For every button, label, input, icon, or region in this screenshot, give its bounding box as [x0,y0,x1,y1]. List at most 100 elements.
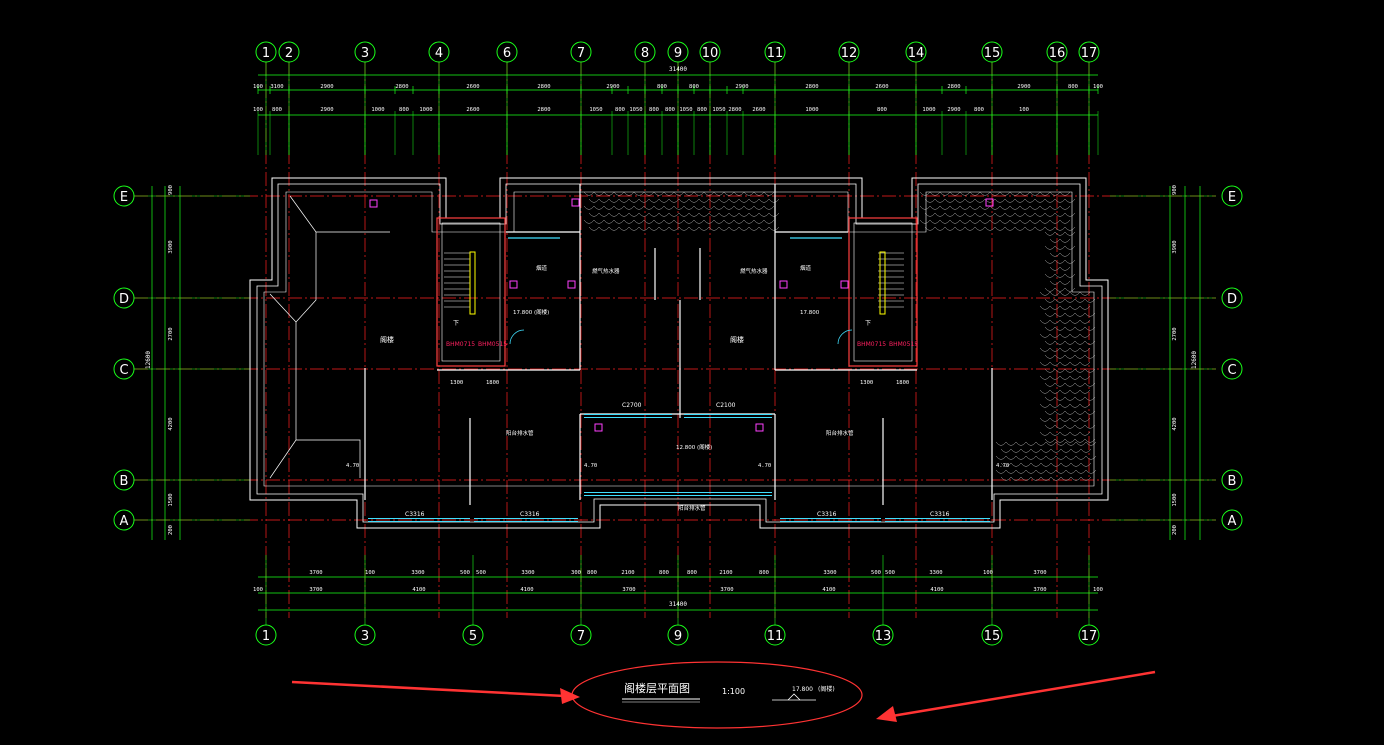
roof-tile [1064,231,1076,236]
roof-tile [934,198,946,203]
roof-tile [1084,438,1096,443]
roof-tile [1069,347,1081,352]
dim-text: 900 [168,185,174,195]
roof-tile [753,205,765,210]
roof-tile [618,226,630,231]
axis-bubble-17 [1078,41,1100,63]
roof-tile [1015,469,1027,474]
roof-tile [1064,354,1076,359]
axis-bubble-13 [872,624,894,646]
dim-text: 4100 [412,587,425,593]
roof-tile [598,212,610,217]
stair-down-label: 下 [453,320,459,327]
roof-tile [633,205,645,210]
roof-tile [693,205,705,210]
highlight-ellipse [571,661,863,729]
roof-tile [608,226,620,231]
dim-text: 100 [253,107,263,113]
roof-tile [919,191,931,196]
roof-tile [763,219,775,224]
roof-tile [733,205,745,210]
axis-bubble-10 [699,41,721,63]
roof-tile [984,212,996,217]
roof-tile [668,212,680,217]
stair-core-left-inner [441,222,501,362]
roof-tile [763,205,775,210]
roof-tile [1054,438,1066,443]
dim-text: 200 [1172,525,1178,535]
dim-text: 1050 [679,107,692,113]
dim-text: 3700 [309,587,322,593]
dim-text: 800 [687,570,697,576]
roof-tile [1064,326,1076,331]
axis-bubble-7 [570,41,592,63]
axis-bubble-C [113,358,135,380]
roof-tile [718,226,730,231]
roof-tile [995,469,1007,474]
roof-tile [1009,205,1021,210]
roof-tile [678,212,690,217]
axis-bubble-label: 7 [577,46,585,61]
roof-tile [768,226,780,231]
roof-tile [1080,462,1092,467]
drawing-title: 阁楼层平面图 [624,681,690,695]
roof-tile [613,205,625,210]
roof-tile [1059,431,1071,436]
roof-tile [1064,396,1076,401]
roof-tile [1024,198,1036,203]
roof-tile [683,219,695,224]
roof-tile [1014,226,1026,231]
axis-bubble-label: 1 [262,629,270,644]
roof-tile [1054,212,1066,217]
dim-text: 2900 [735,84,748,90]
roof-tile [603,205,615,210]
roof-tile [593,205,605,210]
door-label: BHM0715 [446,341,475,348]
axis-bubble-4 [428,41,450,63]
dim-text: 3900 [1172,240,1178,253]
roof-tile [598,198,610,203]
roof-tile [1050,448,1062,453]
axis-bubble-label: 16 [1049,46,1066,61]
drawing-title-block: 阁楼层平面图 1:100 17.800 (阁楼) [571,661,863,729]
axis-bubble-11 [764,624,786,646]
roof-tile [1069,403,1081,408]
roof-tile [643,205,655,210]
roof-tile [703,191,715,196]
roof-tile [1049,361,1061,366]
roof-tile [1054,410,1066,415]
roof-tile [688,212,700,217]
roof-tile [1049,291,1061,296]
axis-bubble-label: 8 [641,46,649,61]
dim-total: 31400 [669,601,687,608]
roof-tile [1024,226,1036,231]
roof-tile [723,205,735,210]
roof-tile [1059,347,1071,352]
roof-tile [999,219,1011,224]
roof-tile [703,205,715,210]
dim-text: 900 [1172,185,1178,195]
axis-bubble-C [1221,358,1243,380]
roof-tile [728,226,740,231]
dim-text: 800 [615,107,625,113]
note-label: 阳台排水管 [826,429,854,437]
roof-tile [613,219,625,224]
annotations: 阁楼 阁楼 C2700 C2100 C3316 C3316 C3316 C331… [346,264,1009,518]
roof-tile [1055,469,1067,474]
axis-bubble-1 [255,624,277,646]
dim-text: 800 [272,107,282,113]
roof-tile [1059,389,1071,394]
roof-tile [658,212,670,217]
roof-tile [1069,417,1081,422]
equipment-square [567,280,576,289]
dim-text: 3300 [929,570,942,576]
roof-tile [1054,287,1066,292]
roof-tile [1074,340,1086,345]
roof-tile [763,191,775,196]
roof-tile [1064,226,1076,231]
roof-tile [1049,431,1061,436]
dim-text: 100 [983,570,993,576]
window-label: C3316 [405,511,425,518]
roof-tile [693,219,705,224]
roof-tile [1085,441,1097,446]
